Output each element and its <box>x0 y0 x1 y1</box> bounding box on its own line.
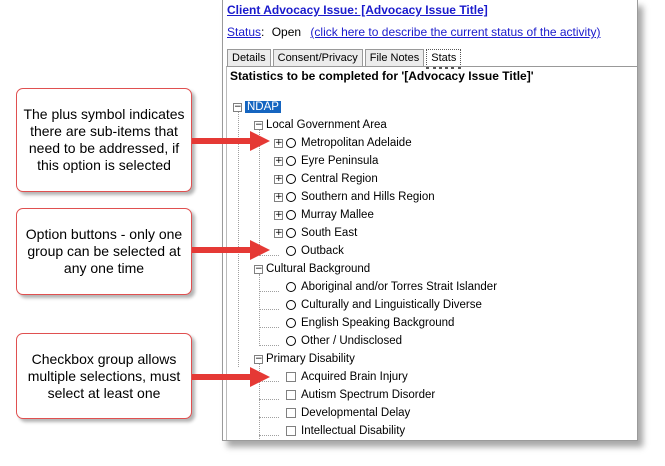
tree-item[interactable]: + Central Region <box>274 170 378 188</box>
tree-item[interactable]: + Murray Mallee <box>274 206 374 224</box>
tree-item[interactable]: Acquired Brain Injury <box>286 368 408 386</box>
tab-consent-privacy[interactable]: Consent/Privacy <box>272 49 363 66</box>
callout-option-buttons: Option buttons - only one group can be s… <box>16 208 192 295</box>
item-label: Southern and Hills Region <box>301 191 435 203</box>
plus-box-icon[interactable]: + <box>274 155 283 166</box>
tree-line <box>259 130 260 247</box>
radio-icon[interactable] <box>286 156 296 166</box>
radio-icon[interactable] <box>286 318 296 328</box>
status-row: Status: Open (click here to describe the… <box>227 25 601 39</box>
tree-line <box>259 399 279 400</box>
callout-checkbox-group: Checkbox group allows multiple selection… <box>16 333 192 419</box>
item-label: Central Region <box>301 173 378 185</box>
minus-box-icon[interactable]: − <box>254 263 263 274</box>
tree-item[interactable]: Autism Spectrum Disorder <box>286 386 435 404</box>
tree-line <box>259 309 279 310</box>
item-label: Intellectual Disability <box>301 425 406 437</box>
tab-bar: Details Consent/Privacy File Notes Stats <box>227 49 463 69</box>
issue-title-link[interactable]: Client Advocacy Issue: [Advocacy Issue T… <box>227 3 488 17</box>
radio-icon[interactable] <box>286 336 296 346</box>
advocacy-issue-panel: Client Advocacy Issue: [Advocacy Issue T… <box>222 0 638 441</box>
item-label: Aboriginal and/or Torres Strait Islander <box>301 281 498 293</box>
checkbox-icon[interactable] <box>286 426 296 436</box>
tree-root-ndap[interactable]: − NDAP <box>233 98 281 116</box>
radio-icon[interactable] <box>286 192 296 202</box>
item-label: South East <box>301 227 358 239</box>
callout-plus-symbol: The plus symbol indicates there are sub-… <box>16 88 192 192</box>
tree-item[interactable]: + Metropolitan Adelaide <box>274 134 412 152</box>
tree-item[interactable]: Outback <box>286 242 344 260</box>
tree-group-cultural-background[interactable]: − Cultural Background <box>254 260 370 278</box>
tree-item[interactable]: Other / Undisclosed <box>286 332 402 350</box>
tree-line <box>259 381 279 382</box>
group-label: Local Government Area <box>266 119 387 131</box>
item-label: Culturally and Linguistically Diverse <box>301 299 482 311</box>
tree-line <box>238 112 239 367</box>
status-colon: : <box>261 25 265 39</box>
radio-icon[interactable] <box>286 300 296 310</box>
tree-root-label[interactable]: NDAP <box>245 101 281 113</box>
radio-icon[interactable] <box>286 138 296 148</box>
tree-line <box>259 274 260 346</box>
tree-group-primary-disability[interactable]: − Primary Disability <box>254 350 355 368</box>
item-label: Outback <box>301 245 344 257</box>
describe-status-link[interactable]: (click here to describe the current stat… <box>310 25 601 39</box>
group-label: Cultural Background <box>266 263 371 275</box>
item-label: Murray Mallee <box>301 209 374 221</box>
plus-box-icon[interactable]: + <box>274 173 283 184</box>
stats-heading: Statistics to be completed for '[Advocac… <box>230 69 534 83</box>
item-label: Developmental Delay <box>301 407 411 419</box>
item-label: English Speaking Background <box>301 317 455 329</box>
tree-item[interactable]: Aboriginal and/or Torres Strait Islander <box>286 278 497 296</box>
tab-file-notes[interactable]: File Notes <box>364 49 425 66</box>
item-label: Eyre Peninsula <box>301 155 379 167</box>
group-label: Primary Disability <box>266 353 355 365</box>
tab-details[interactable]: Details <box>227 49 271 66</box>
tab-stats[interactable]: Stats <box>426 49 462 69</box>
item-label: Autism Spectrum Disorder <box>301 389 436 401</box>
checkbox-icon[interactable] <box>286 408 296 418</box>
radio-icon[interactable] <box>286 282 296 292</box>
plus-box-icon[interactable]: + <box>274 137 283 148</box>
plus-box-icon[interactable]: + <box>274 209 283 220</box>
stats-content: Statistics to be completed for '[Advocac… <box>226 66 637 440</box>
plus-box-icon[interactable]: + <box>274 227 283 238</box>
checkbox-icon[interactable] <box>286 390 296 400</box>
tree-item[interactable]: Intellectual Disability <box>286 422 405 440</box>
status-value: Open <box>271 25 302 39</box>
tree-item[interactable]: Culturally and Linguistically Diverse <box>286 296 482 314</box>
tree-line <box>259 255 279 256</box>
radio-icon[interactable] <box>286 228 296 238</box>
radio-icon[interactable] <box>286 174 296 184</box>
tree-item[interactable]: English Speaking Background <box>286 314 454 332</box>
tree-item[interactable]: + South East <box>274 224 357 242</box>
tree-line <box>259 435 279 436</box>
tree-item[interactable]: + Eyre Peninsula <box>274 152 378 170</box>
tree-line <box>259 291 279 292</box>
minus-box-icon[interactable]: − <box>233 101 242 112</box>
minus-box-icon[interactable]: − <box>254 353 263 364</box>
radio-icon[interactable] <box>286 246 296 256</box>
tree-line <box>259 345 279 346</box>
minus-box-icon[interactable]: − <box>254 119 263 130</box>
plus-box-icon[interactable]: + <box>274 191 283 202</box>
checkbox-icon[interactable] <box>286 372 296 382</box>
item-label: Acquired Brain Injury <box>301 371 408 383</box>
tree-line <box>259 363 260 440</box>
item-label: Other / Undisclosed <box>301 335 402 347</box>
status-label[interactable]: Status <box>227 25 262 39</box>
tree-item[interactable]: + Southern and Hills Region <box>274 188 435 206</box>
tree-line <box>259 417 279 418</box>
item-label: Metropolitan Adelaide <box>301 137 412 149</box>
tree-line <box>259 327 279 328</box>
tree-item[interactable]: Developmental Delay <box>286 404 410 422</box>
radio-icon[interactable] <box>286 210 296 220</box>
tree-group-local-government-area[interactable]: − Local Government Area <box>254 116 387 134</box>
